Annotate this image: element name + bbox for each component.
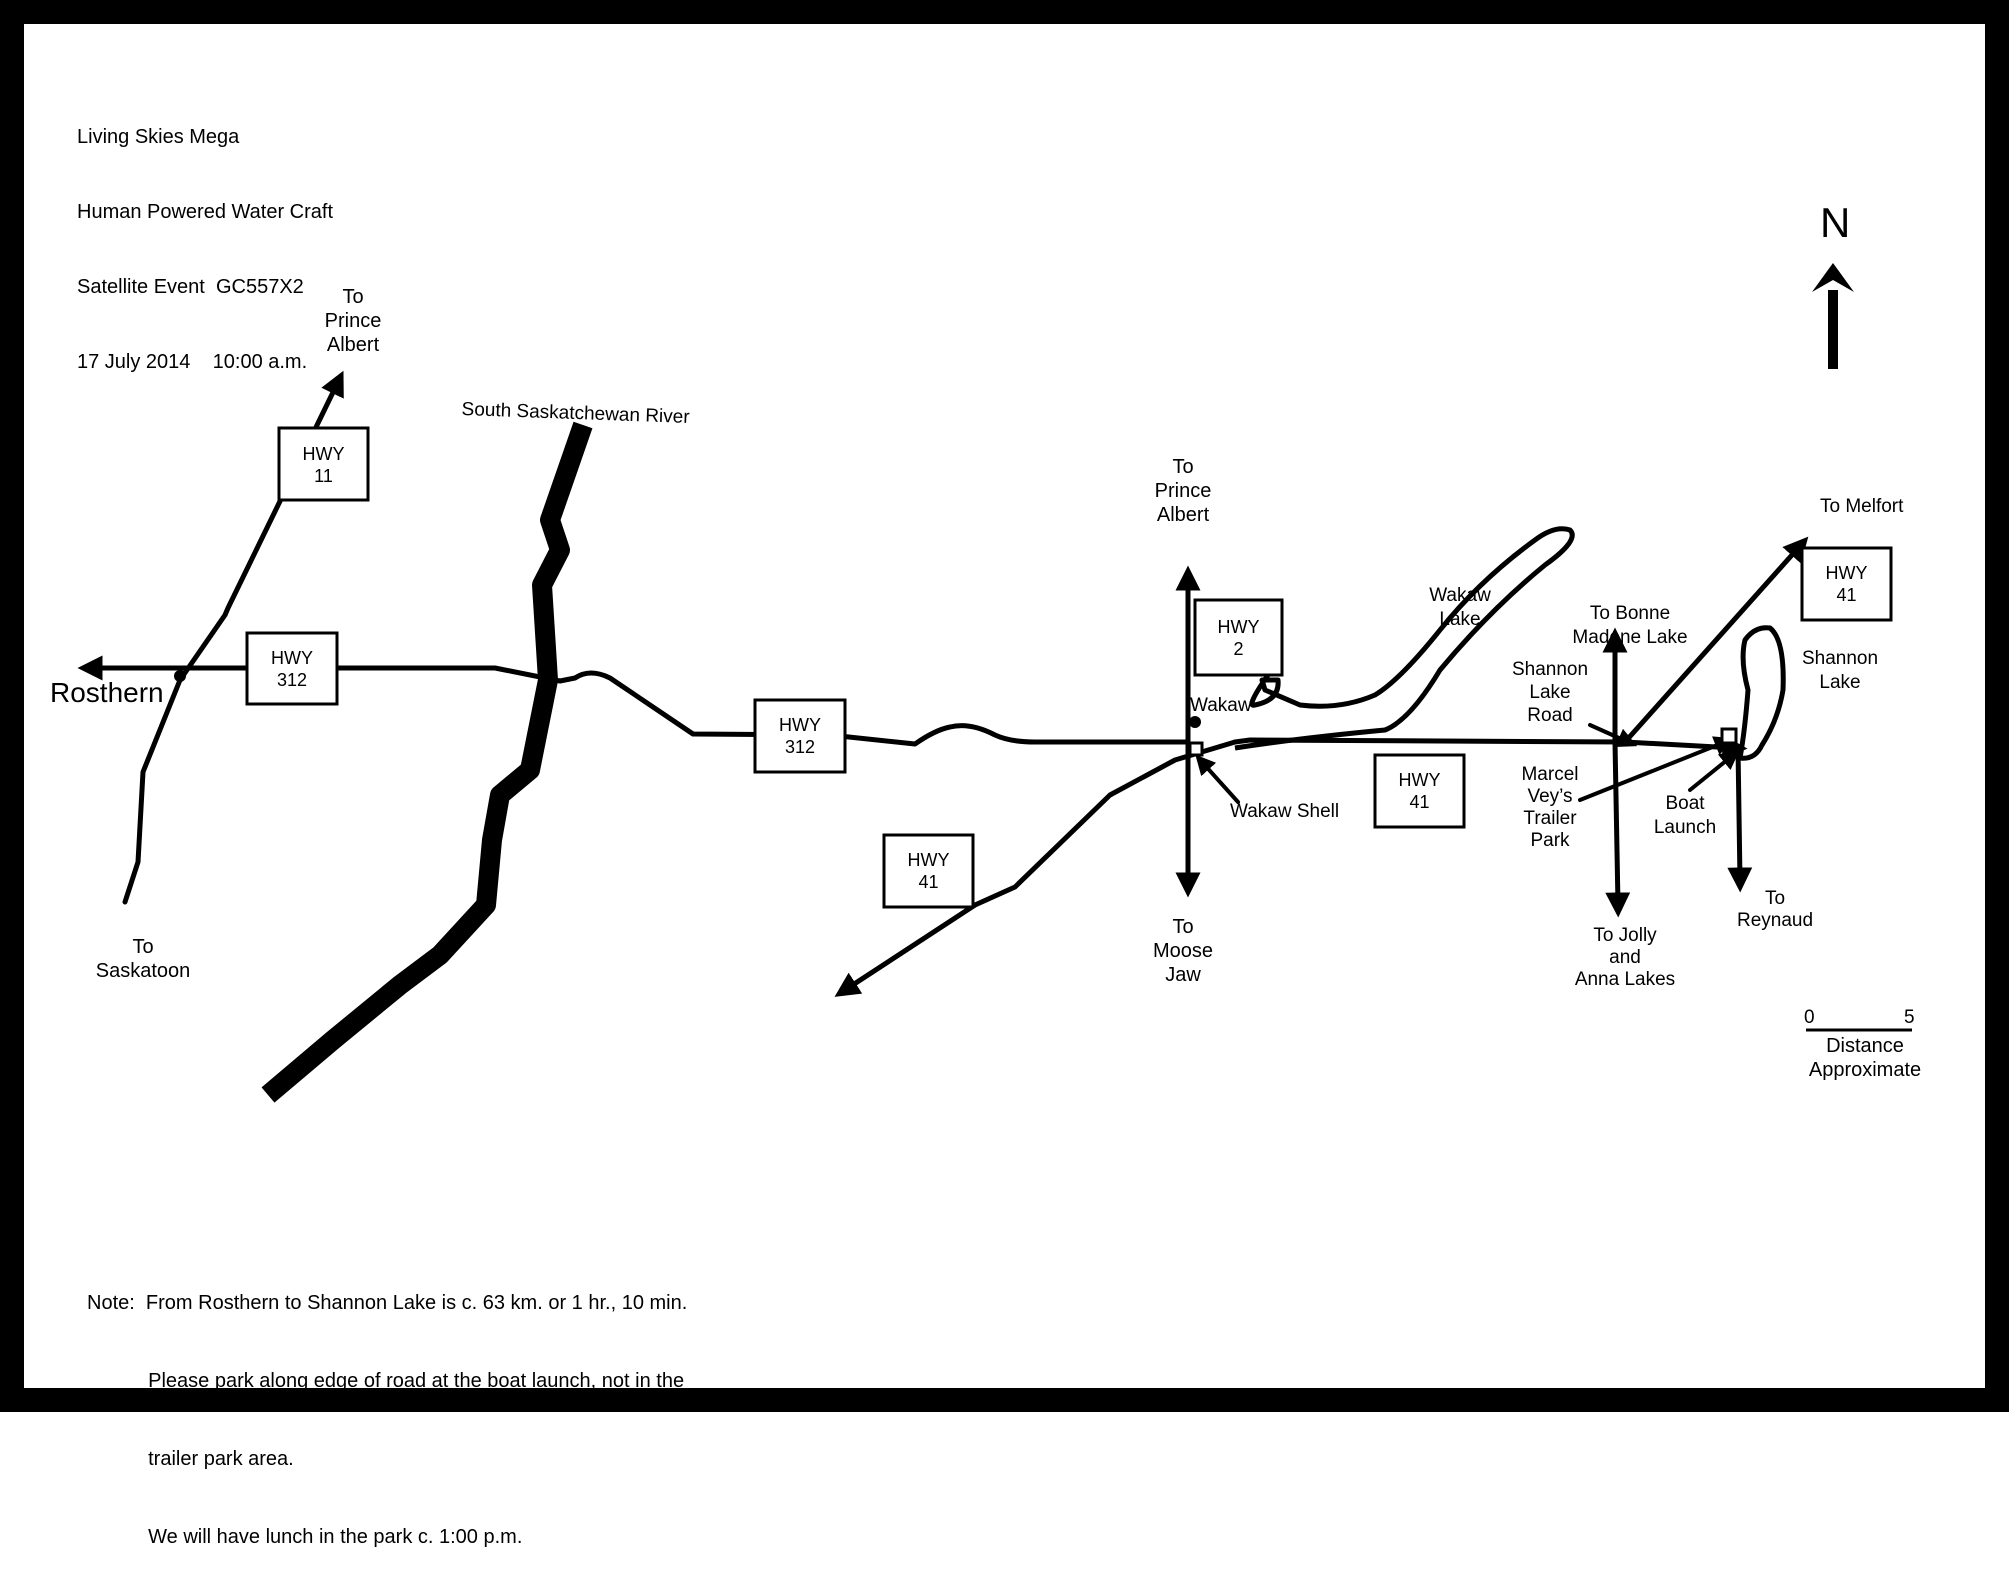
to-melfort: To Melfort <box>1820 496 1904 517</box>
to-reynaud: To Reynaud <box>1736 888 1814 931</box>
reynaud-road <box>1727 745 1753 893</box>
wakaw-lake-label: Wakaw Lake <box>1429 585 1491 630</box>
scale-end-label: 5 <box>1904 1007 1915 1028</box>
hwy-11-label: HWY 11 <box>302 444 345 486</box>
hwy-41-mid-label: HWY 41 <box>1398 770 1441 812</box>
hwy-41-east-road <box>1232 734 1748 760</box>
scale-start-label: 0 <box>1804 1007 1815 1028</box>
shannon-lake-road-pointer <box>1588 723 1638 748</box>
north-arrow-head <box>1812 263 1854 292</box>
hwy-312-west-label: HWY 312 <box>271 648 313 690</box>
town-rosthern: Rosthern <box>50 677 164 708</box>
map-frame <box>0 0 2009 1412</box>
to-bonne-madone-lake: To Bonne Madone Lake <box>1572 603 1688 648</box>
shannon-lake-road-label: Shannon Lake Road <box>1511 659 1589 726</box>
note-line: We will have lunch in the park c. 1:00 p… <box>87 1526 523 1548</box>
hwy-312-east-label: HWY 312 <box>779 715 821 757</box>
directions-note: Note: From Rosthern to Shannon Lake is c… <box>87 1238 687 1576</box>
header-line: Satellite Event GC557X2 <box>77 276 304 298</box>
hwy-11-shield <box>277 426 370 502</box>
shannon-lake-outline <box>1737 625 1786 761</box>
note-line: Please park along edge of road at the bo… <box>87 1370 685 1392</box>
header-line: Human Powered Water Craft <box>77 201 334 223</box>
hwy-41-northeast-road <box>1622 536 1809 745</box>
hwy-312-west-shield <box>245 631 339 706</box>
trailer-park-label: Marcel Vey’s Trailer Park <box>1521 764 1579 851</box>
to-prince-albert-wakaw: To Prince Albert <box>1154 456 1212 526</box>
town-wakaw: Wakaw <box>1190 695 1252 716</box>
hwy-312-road <box>77 655 1191 747</box>
wakaw-shell-label: Wakaw Shell <box>1230 801 1340 822</box>
wakaw-lake-outline <box>1234 526 1575 751</box>
hwy-41-mid-shield <box>1373 753 1466 829</box>
to-prince-albert-west: To Prince Albert <box>324 286 382 356</box>
route-map <box>77 263 1912 1103</box>
wakaw-shell-pointer <box>1195 754 1240 804</box>
hwy-2-shield <box>1193 598 1284 677</box>
to-moose-jaw: To Moose Jaw <box>1152 916 1214 986</box>
hwy-2-label: HWY 2 <box>1217 617 1260 659</box>
hwy-41-southwest-shield <box>882 833 975 909</box>
hwy-41-northeast-shield <box>1800 546 1893 622</box>
hwy-41-southwest-road <box>834 739 1238 997</box>
hwy-41-northeast-label: HWY 41 <box>1825 563 1868 605</box>
boat-launch-pointer <box>1688 749 1740 792</box>
boat-launch-marker <box>1720 727 1738 745</box>
scale-caption: Distance Approximate <box>1808 1035 1922 1081</box>
note-line: Note: From Rosthern to Shannon Lake is c… <box>87 1292 688 1314</box>
rosthern-dot <box>174 670 186 682</box>
wakaw-shell-marker <box>1188 741 1204 757</box>
trailer-park-pointer <box>1578 736 1735 802</box>
header-line: Living Skies Mega <box>77 126 240 148</box>
to-saskatoon: To Saskatoon <box>95 936 191 982</box>
note-line: trailer park area. <box>87 1448 294 1470</box>
hwy-312-east-shield <box>753 698 847 774</box>
to-jolly-and-anna-lakes: To Jolly and Anna Lakes <box>1574 925 1676 990</box>
header-line: 17 July 2014 10:00 a.m. <box>77 351 308 373</box>
compass-north-label: N <box>1820 199 1851 246</box>
shannon-lake-label: Shannon Lake <box>1801 648 1879 693</box>
hwy-41-southwest-label: HWY 41 <box>907 850 950 892</box>
wakaw-dot <box>1189 716 1201 728</box>
jolly-anna-road <box>1605 739 1631 918</box>
boat-launch-label: Boat Launch <box>1653 793 1717 838</box>
south-saskatchewan-river <box>261 421 593 1103</box>
event-header: Living Skies Mega Human Powered Water Cr… <box>77 75 333 400</box>
